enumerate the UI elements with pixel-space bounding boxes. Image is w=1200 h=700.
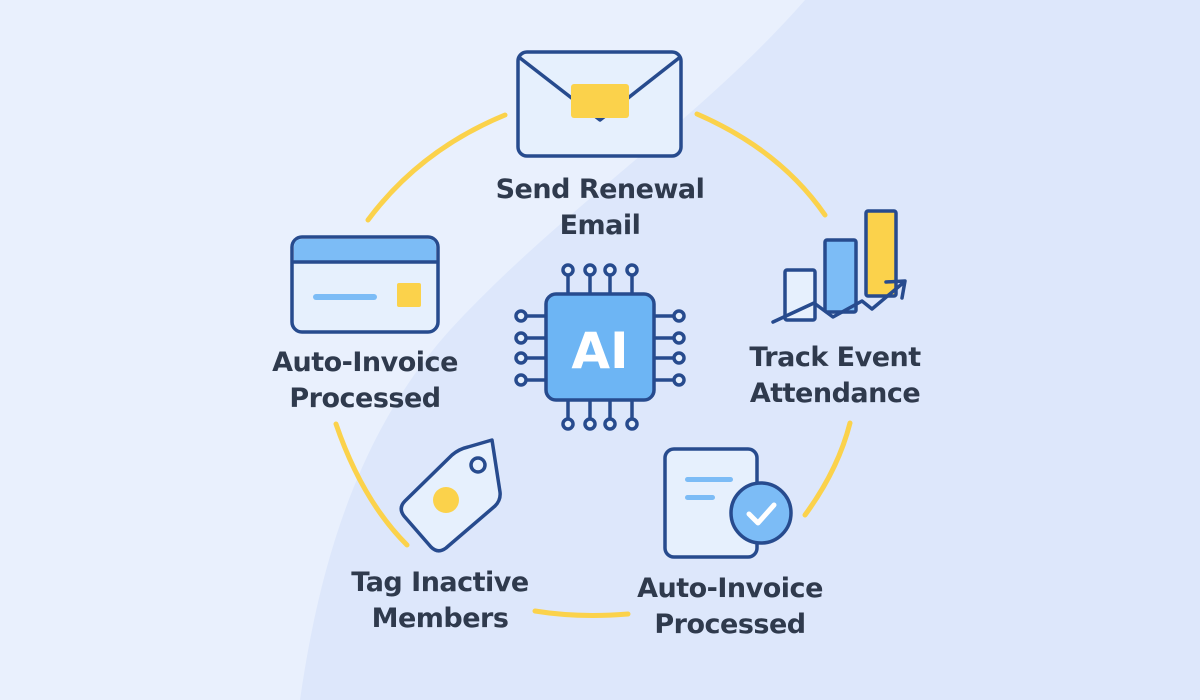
envelope-flap (518, 56, 681, 122)
chip-pins (514, 263, 686, 431)
chip-pin-node (603, 417, 617, 431)
background-shape (300, 0, 1200, 700)
chip-pin-node (514, 373, 528, 387)
cycle-arcs (333, 111, 853, 618)
tag-icon (399, 438, 502, 553)
check-badge (729, 481, 793, 545)
label-send-renewal-email: Send Renewal Email (490, 172, 710, 244)
envelope-icon (516, 50, 683, 158)
label-line: Send Renewal (495, 174, 705, 205)
arc-top-right (694, 111, 828, 218)
card-stripe (294, 239, 436, 262)
ai-chip-icon: AI (514, 263, 686, 431)
chip-pin-node (603, 263, 617, 277)
document-line-2 (685, 495, 715, 500)
chip-pin-node (514, 331, 528, 345)
chip-pin-node (625, 417, 639, 431)
chip-pin-node (672, 331, 686, 345)
credit-card-icon (290, 235, 440, 334)
label-line: Members (371, 603, 509, 634)
bar-medium (823, 238, 858, 314)
label-line: Tag Inactive (351, 567, 529, 598)
envelope-stamp (571, 84, 629, 118)
trend-line (771, 281, 905, 324)
chip-pin-node (561, 417, 575, 431)
label-line: Processed (289, 383, 441, 414)
card-chip (397, 283, 421, 307)
document-check-icon (663, 447, 793, 559)
label-auto-invoice-processed-right: Auto-Invoice Processed (620, 571, 840, 643)
label-tag-inactive-members: Tag Inactive Members (335, 565, 545, 637)
chip-pin-node (672, 309, 686, 323)
label-line: Attendance (749, 378, 921, 409)
label-line: Track Event (749, 342, 921, 373)
chip-pin-node (514, 351, 528, 365)
label-line: Email (559, 210, 641, 241)
card-text-line (313, 294, 377, 300)
arc-bottom (532, 608, 631, 618)
label-line: Processed (654, 609, 806, 640)
chip-pin-node (583, 263, 597, 277)
tag-hole (469, 456, 487, 474)
bar-chart-trend-icon (771, 209, 907, 324)
arc-top-left (365, 112, 508, 223)
label-track-event-attendance: Track Event Attendance (730, 340, 940, 412)
tag-dot (433, 487, 459, 513)
chip-pin-node (561, 263, 575, 277)
chip-label: AI (571, 322, 628, 380)
chip-pin-node (514, 309, 528, 323)
check-mark (746, 502, 777, 526)
label-auto-invoice-processed-left: Auto-Invoice Processed (255, 345, 475, 417)
label-line: Auto-Invoice (272, 347, 458, 378)
arc-right (802, 420, 853, 518)
arc-left (333, 421, 410, 548)
label-line: Auto-Invoice (637, 573, 823, 604)
chip-pin-node (583, 417, 597, 431)
trend-arrowhead (884, 279, 907, 300)
chip-pin-node (672, 373, 686, 387)
chip-body (544, 292, 656, 402)
chip-pin-node (672, 351, 686, 365)
chip-pin-node (625, 263, 639, 277)
bar-tall (864, 209, 898, 298)
document-line-1 (685, 477, 733, 482)
